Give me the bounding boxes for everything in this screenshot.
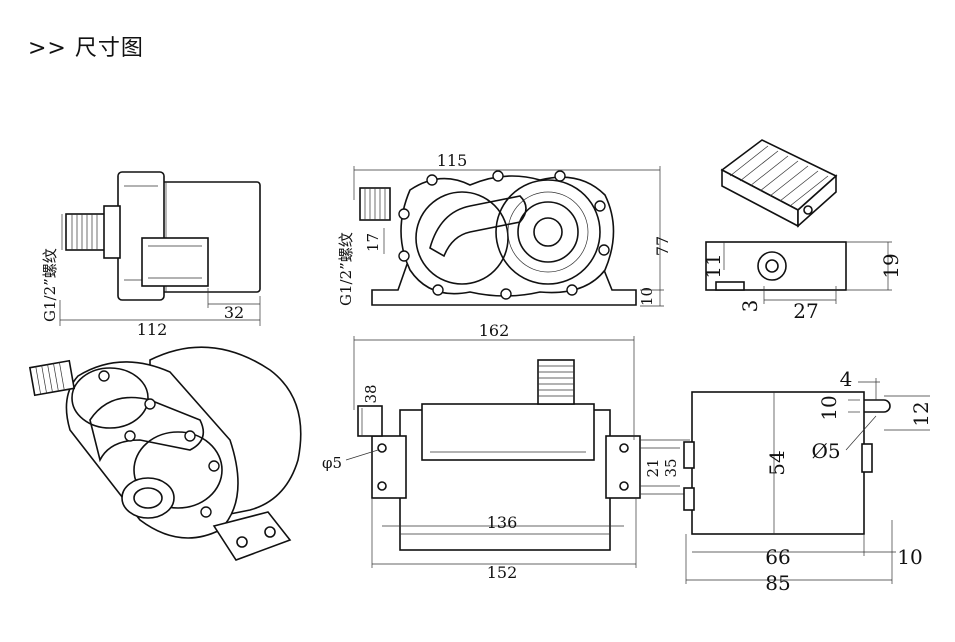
dim-bracket-height: 54 xyxy=(765,450,789,475)
foot-side-view xyxy=(705,241,892,304)
dim-top-hole: φ5 xyxy=(322,454,342,472)
dim-top-overall: 162 xyxy=(479,321,510,340)
dim-front-foot: 10 xyxy=(638,287,656,306)
dim-bracket-10: 10 xyxy=(897,545,922,569)
dim-side-length: 112 xyxy=(137,320,168,339)
dim-front-center: 17 xyxy=(364,233,382,252)
dim-bracket-85: 85 xyxy=(765,571,790,595)
bracket-view xyxy=(683,378,930,584)
dim-foot-width: 27 xyxy=(793,299,818,323)
dim-side-thread: G1/2”螺纹 xyxy=(41,248,59,322)
dim-foot-h3: 3 xyxy=(738,300,762,313)
dim-front-width: 115 xyxy=(437,151,468,170)
dim-top-21: 21 xyxy=(644,458,662,477)
top-view xyxy=(345,336,690,568)
side-view xyxy=(59,171,261,326)
dim-bracket-hole: Ø5 xyxy=(811,439,840,463)
dim-foot-h1: 11 xyxy=(701,253,725,278)
pump-iso-view xyxy=(28,346,302,561)
dim-bracket-10b: 10 xyxy=(817,395,841,420)
foot-iso-view xyxy=(720,139,838,228)
dim-top-bolt-span: 152 xyxy=(487,563,518,582)
dim-front-height: 77 xyxy=(653,236,672,256)
dim-bracket-4: 4 xyxy=(840,367,853,391)
dim-foot-h2: 19 xyxy=(879,253,903,278)
dim-front-thread: G1/2”螺纹 xyxy=(337,232,355,306)
page-title: >> 尺寸图 xyxy=(28,36,144,61)
dim-bracket-66: 66 xyxy=(765,545,790,569)
dim-top-35: 35 xyxy=(662,458,680,477)
front-view xyxy=(353,166,664,307)
dim-bracket-12: 12 xyxy=(909,401,933,426)
dim-top-inner: 136 xyxy=(487,513,518,532)
dim-top-mount-height: 38 xyxy=(362,384,380,403)
dim-side-outlet: 32 xyxy=(224,303,244,322)
